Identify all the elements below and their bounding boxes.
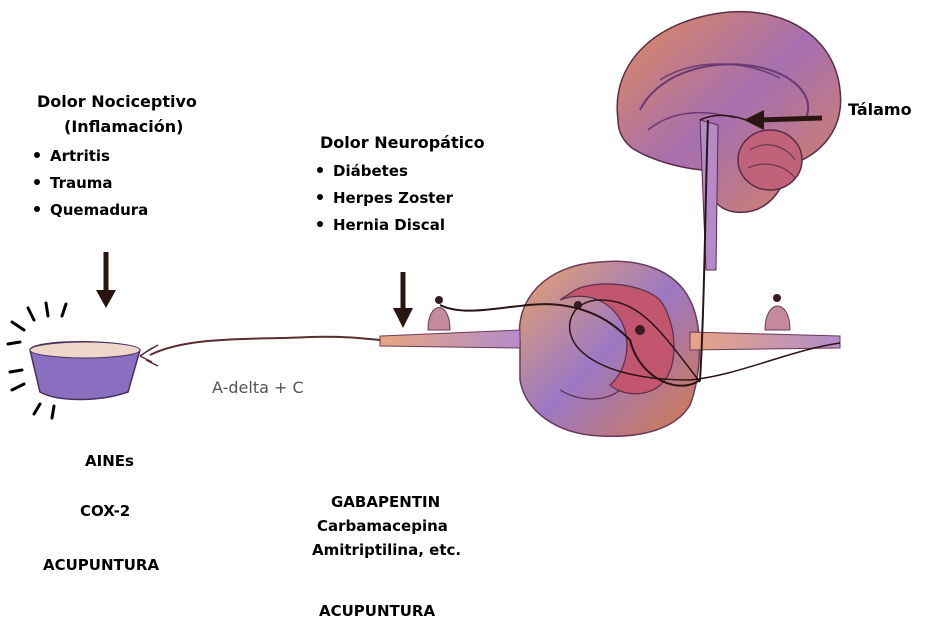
list-item: Trauma: [34, 170, 148, 197]
neuropathic-title: Dolor Neuropático: [320, 133, 485, 152]
fiber-type-label: A-delta + C: [212, 378, 304, 397]
list-item: Quemadura: [34, 197, 148, 224]
nociceptive-list: Artritis Trauma Quemadura: [34, 143, 148, 224]
thalamus-label: Tálamo: [848, 100, 912, 119]
nerve-injury-arrow: [393, 272, 413, 328]
stimulus-arrow: [96, 252, 116, 308]
brain-illustration: [617, 12, 840, 270]
list-item: Herpes Zoster: [317, 185, 453, 212]
treatment-amitriptilina: Amitriptilina, etc.: [312, 541, 461, 559]
skin-tissue-illustration: [8, 303, 140, 418]
treatment-carbamacepina: Carbamacepina: [317, 517, 448, 535]
spinal-cord-illustration: [519, 261, 699, 436]
nociceptive-title: Dolor Nociceptivo: [37, 92, 197, 111]
list-item: Diábetes: [317, 158, 453, 185]
treatment-cox2: COX-2: [80, 502, 130, 520]
nociceptive-subtitle: (Inflamación): [64, 117, 183, 136]
treatment-acupuntura-right: ACUPUNTURA: [319, 602, 435, 620]
treatment-aines: AINEs: [85, 452, 134, 470]
list-item: Artritis: [34, 143, 148, 170]
treatment-acupuntura-left: ACUPUNTURA: [43, 556, 159, 574]
list-item: Hernia Discal: [317, 212, 453, 239]
treatment-gabapentin: GABAPENTIN: [331, 493, 440, 511]
neuropathic-list: Diábetes Herpes Zoster Hernia Discal: [317, 158, 453, 239]
